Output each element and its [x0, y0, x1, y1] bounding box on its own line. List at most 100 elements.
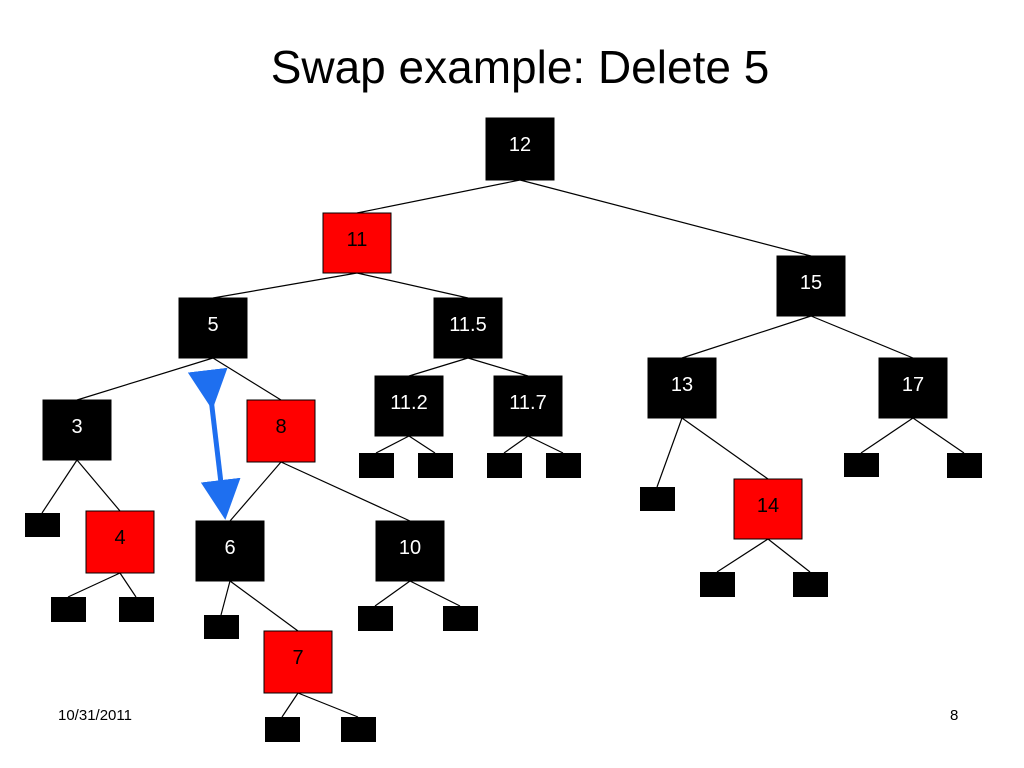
tree-edge — [76, 459, 121, 512]
tree-node-8: 8 — [246, 399, 316, 463]
nil-leaf — [119, 597, 154, 622]
tree-node-14: 14 — [733, 478, 803, 540]
tree-edge — [212, 272, 358, 299]
node-box — [733, 478, 803, 540]
nil-leaf — [358, 606, 393, 631]
tree-node-11-2: 11.2 — [374, 375, 444, 437]
swap-arrow — [187, 367, 241, 520]
node-box — [375, 520, 445, 582]
tree-edge — [467, 357, 529, 377]
tree-edges — [41, 179, 965, 718]
tree-edge — [810, 315, 914, 359]
nil-leaf — [341, 717, 376, 742]
tree-node-6: 6 — [195, 520, 265, 582]
tree-edge — [229, 580, 299, 632]
nil-leaf — [844, 453, 879, 477]
node-label: 3 — [71, 416, 82, 438]
tree-edge — [527, 435, 564, 454]
tree-edge — [860, 417, 914, 454]
tree-node-5: 5 — [178, 297, 248, 359]
node-label: 5 — [207, 314, 218, 336]
tree-edge — [656, 417, 683, 488]
node-label: 15 — [800, 272, 822, 294]
tree-edge — [212, 357, 282, 401]
nil-leaf — [418, 453, 453, 478]
nil-leaf — [359, 453, 394, 478]
tree-edge — [297, 692, 359, 718]
tree-node-3: 3 — [42, 399, 112, 461]
tree-node-15: 15 — [776, 255, 846, 317]
node-box — [493, 375, 563, 437]
tree-edge — [716, 538, 769, 573]
tree-edge — [519, 179, 812, 257]
tree-node-12: 12 — [485, 117, 555, 181]
tree-edge — [681, 417, 769, 480]
node-box — [178, 297, 248, 359]
tree-edge — [375, 435, 410, 454]
tree-edge — [503, 435, 529, 454]
nil-leaf — [947, 453, 982, 478]
node-box — [433, 297, 503, 359]
tree-edge — [229, 461, 282, 522]
nil-leaf — [443, 606, 478, 631]
tree-node-11-5: 11.5 — [433, 297, 503, 359]
node-label: 7 — [292, 647, 303, 669]
node-label: 12 — [509, 134, 531, 156]
nil-leaf — [487, 453, 522, 478]
swap-arrow-line — [187, 367, 241, 520]
tree-node-11: 11 — [322, 212, 392, 274]
slide-title: Swap example: Delete 5 — [270, 41, 770, 93]
node-label: 17 — [902, 374, 924, 396]
node-box — [322, 212, 392, 274]
tree-edge — [41, 459, 78, 514]
tree-node-11-7: 11.7 — [493, 375, 563, 437]
node-label: 14 — [757, 495, 779, 517]
node-box — [263, 630, 333, 694]
nil-leaf — [793, 572, 828, 597]
tree-edge — [220, 580, 231, 616]
node-label: 8 — [275, 416, 286, 438]
node-box — [246, 399, 316, 463]
nil-leaf — [700, 572, 735, 597]
tree-edge — [374, 580, 411, 607]
node-box — [42, 399, 112, 461]
tree-edge — [356, 272, 469, 299]
tree-edge — [681, 315, 812, 359]
nil-leaf — [51, 597, 86, 622]
nil-leaf — [204, 615, 239, 639]
tree-node-4: 4 — [85, 510, 155, 574]
node-label: 6 — [224, 537, 235, 559]
node-box — [647, 357, 717, 419]
tree-edge — [408, 435, 436, 454]
tree-edge — [281, 692, 299, 718]
node-box — [776, 255, 846, 317]
node-label: 11.7 — [509, 392, 546, 414]
nil-leaf — [640, 487, 675, 511]
node-label: 11.2 — [390, 392, 427, 414]
tree-edge — [356, 179, 521, 214]
node-box — [485, 117, 555, 181]
node-box — [878, 357, 948, 419]
tree-edge — [76, 357, 214, 401]
node-label: 10 — [399, 537, 421, 559]
nil-leaves — [25, 453, 982, 742]
page-number: 8 — [950, 707, 959, 724]
nil-leaf — [265, 717, 300, 742]
tree-edge — [280, 461, 411, 522]
footer-date: 10/31/2011 — [58, 707, 132, 724]
tree-edge — [119, 572, 137, 598]
node-box — [85, 510, 155, 574]
node-label: 11 — [347, 229, 368, 251]
tree-edge — [409, 580, 461, 607]
node-label: 11.5 — [449, 314, 486, 336]
tree-node-10: 10 — [375, 520, 445, 582]
tree-edge — [408, 357, 469, 377]
tree-edge — [67, 572, 121, 598]
node-box — [195, 520, 265, 582]
node-box — [374, 375, 444, 437]
tree-edge — [767, 538, 811, 573]
node-label: 4 — [114, 527, 125, 549]
tree-node-17: 17 — [878, 357, 948, 419]
